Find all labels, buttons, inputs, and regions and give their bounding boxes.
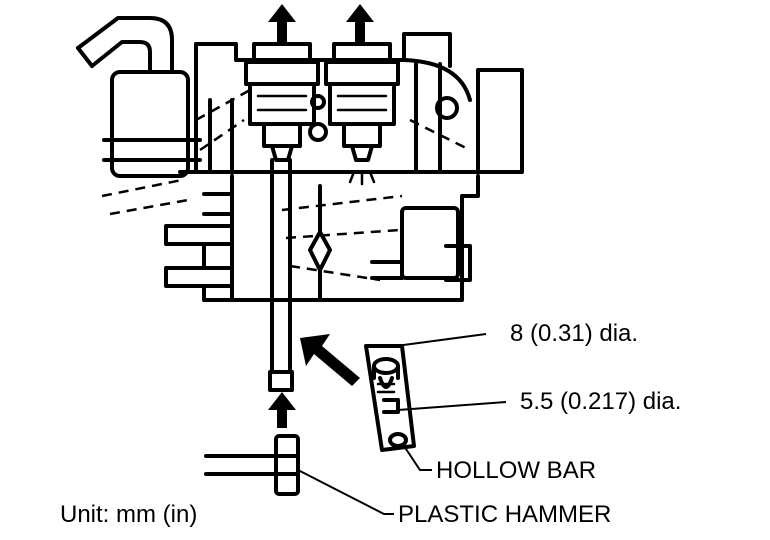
left-block	[101, 70, 202, 216]
leader-outer-dia	[395, 333, 487, 347]
valve-body-assembly	[76, 4, 524, 496]
up-arrow-bottom	[268, 392, 296, 428]
label-hollow-bar: HOLLOW BAR	[436, 457, 596, 484]
up-arrow-left	[268, 4, 296, 44]
label-plastic-hammer: PLASTIC HAMMER	[398, 501, 611, 528]
pointer-arrow	[300, 334, 360, 386]
hollow-bar-rod	[268, 158, 294, 392]
leader-plastic-hammer	[297, 469, 394, 515]
dimension-inner-diameter: 5.5 (0.217) dia.	[520, 388, 681, 415]
lower-body	[164, 174, 480, 302]
leader-lines	[297, 333, 507, 515]
bent-tube	[76, 16, 174, 74]
center-needle	[308, 184, 332, 302]
valve-right	[324, 42, 400, 186]
leader-hollow-bar	[403, 445, 432, 471]
plastic-hammer-shape	[204, 434, 300, 496]
hollow-bar-detail	[364, 344, 416, 452]
unit-note: Unit: mm (in)	[60, 501, 197, 528]
dimension-outer-diameter: 8 (0.31) dia.	[510, 320, 638, 347]
up-arrow-right	[346, 4, 374, 44]
upper-housing	[194, 32, 524, 174]
leader-inner-dia	[397, 401, 507, 411]
valve-left	[244, 42, 320, 162]
